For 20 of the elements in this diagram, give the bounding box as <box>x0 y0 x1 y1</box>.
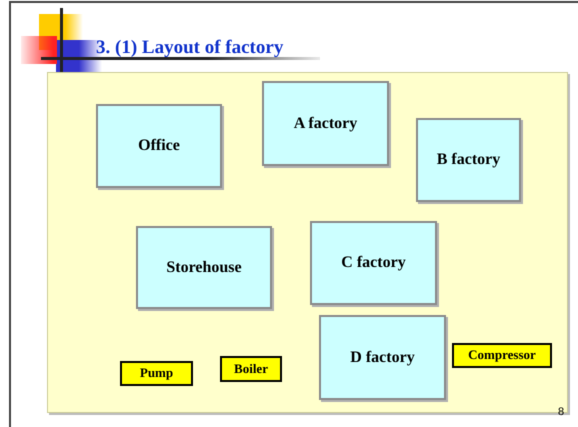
building-box <box>310 221 437 305</box>
building-label: D factory <box>350 348 415 368</box>
building-label: A factory <box>294 114 358 134</box>
equipment-box <box>452 343 552 368</box>
slide-title: 3. (1) Layout of factory <box>96 36 284 60</box>
building-box <box>319 315 446 400</box>
building-box <box>96 104 222 188</box>
building-box <box>136 226 272 309</box>
building-label: B factory <box>436 150 500 170</box>
building-label: Storehouse <box>166 258 242 278</box>
building-box <box>262 81 389 166</box>
page-number: 8 <box>558 405 564 420</box>
building-label: C factory <box>341 253 406 273</box>
building-label: Boiler <box>234 360 268 378</box>
building-label: Pump <box>140 365 174 382</box>
building-label: Office <box>138 136 180 156</box>
building-label: Compressor <box>468 347 536 364</box>
equipment-box <box>120 361 193 386</box>
building-box <box>416 118 521 202</box>
equipment-box <box>220 356 282 382</box>
